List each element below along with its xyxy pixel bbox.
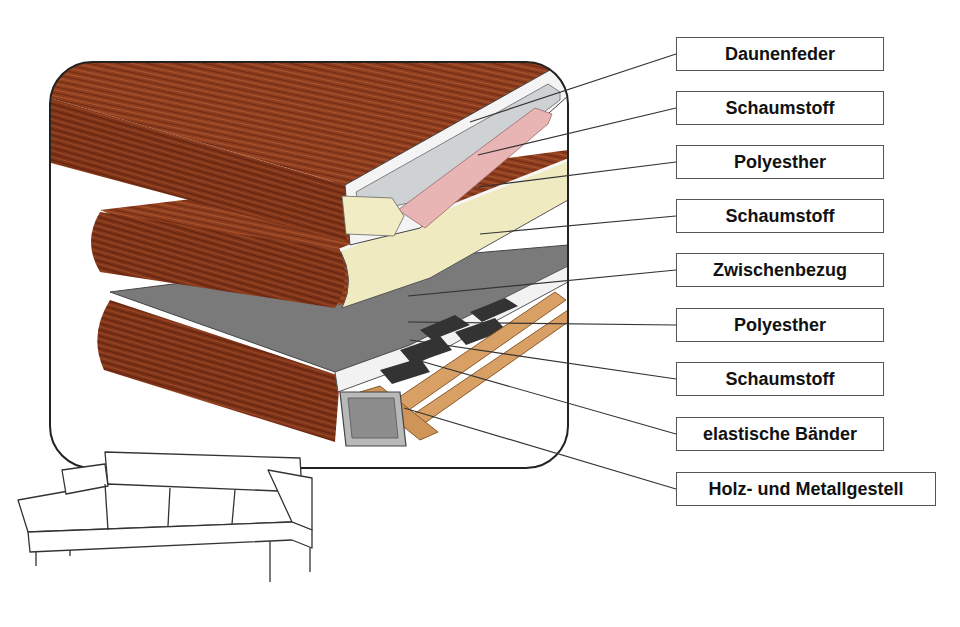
metal-tube bbox=[340, 392, 406, 446]
label-box: elastische Bänder bbox=[676, 417, 884, 451]
cushion-seam bbox=[232, 490, 235, 524]
leader-line bbox=[478, 162, 676, 187]
label-box: Schaumstoff bbox=[676, 199, 884, 233]
sofa-armrest bbox=[268, 470, 312, 530]
part-name: Schaumstoff bbox=[725, 98, 834, 118]
leader-line bbox=[470, 54, 676, 122]
label-box: Schaumstoff bbox=[676, 362, 884, 396]
label-box: Polyesther bbox=[676, 308, 884, 342]
part-name: Holz- und Metallgestell bbox=[708, 479, 903, 499]
part-name: Polyesther bbox=[734, 315, 826, 335]
leader-line bbox=[478, 108, 676, 155]
cushion-seam bbox=[168, 488, 170, 526]
part-name: Schaumstoff bbox=[725, 206, 834, 226]
wood-beam bbox=[395, 292, 566, 412]
leader-line bbox=[404, 408, 676, 489]
part-name: Zwischenbezug bbox=[713, 260, 847, 280]
metal-tube-inner bbox=[348, 398, 398, 438]
label-box: Schaumstoff bbox=[676, 91, 884, 125]
cushion-seam bbox=[105, 484, 108, 530]
pink-foam bbox=[398, 108, 552, 228]
leader-line bbox=[410, 340, 676, 379]
sofa-leg bbox=[69, 550, 70, 556]
label-box: Zwischenbezug bbox=[676, 253, 884, 287]
label-box: Daunenfeder bbox=[676, 37, 884, 71]
frame-border bbox=[50, 62, 568, 468]
wood-beam bbox=[405, 310, 568, 432]
part-name: Polyesther bbox=[734, 152, 826, 172]
leader-line bbox=[410, 358, 676, 434]
label-box: Holz- und Metallgestell bbox=[676, 472, 936, 506]
leader-lines bbox=[404, 54, 676, 489]
label-box: Polyesther bbox=[676, 145, 884, 179]
sofa-leg bbox=[35, 552, 36, 566]
sofa-leg bbox=[269, 541, 270, 582]
part-name: elastische Bänder bbox=[703, 424, 857, 444]
part-name: Schaumstoff bbox=[725, 369, 834, 389]
sofa-armrest bbox=[62, 464, 108, 494]
leader-line bbox=[408, 322, 676, 325]
part-name: Daunenfeder bbox=[725, 44, 835, 64]
cushion-layers bbox=[50, 62, 568, 446]
sofa-sketch bbox=[18, 452, 312, 582]
foam-block bbox=[342, 196, 404, 236]
top-cushion-front bbox=[50, 95, 358, 242]
bottom-cushion-front bbox=[97, 300, 340, 442]
elastic-band bbox=[400, 336, 452, 364]
sofa-leg bbox=[309, 548, 310, 572]
leader-line bbox=[480, 216, 676, 234]
leader-line bbox=[408, 270, 676, 296]
